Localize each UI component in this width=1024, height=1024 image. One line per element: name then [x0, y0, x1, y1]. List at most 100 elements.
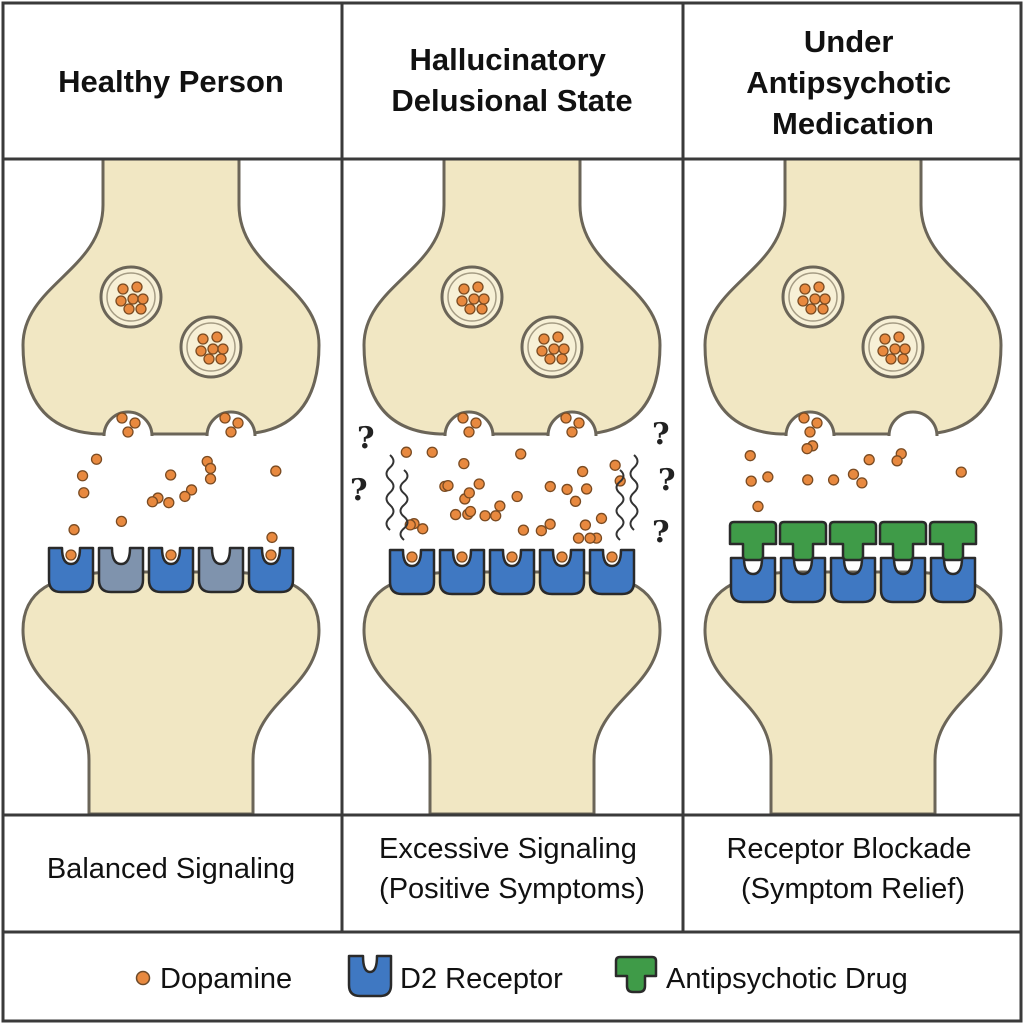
- vesicle-dopamine: [899, 343, 911, 355]
- vesicle-dopamine: [131, 281, 143, 293]
- releasing-dopamine: [573, 417, 585, 429]
- vesicle-dopamine: [819, 293, 831, 305]
- bound-dopamine: [165, 549, 177, 561]
- vesicle-dopamine: [813, 281, 825, 293]
- vesicle-dopamine: [197, 333, 209, 345]
- question-mark-symbol: ?: [652, 417, 670, 452]
- cleft-dopamine: [517, 524, 530, 536]
- cleft-dopamine: [609, 459, 621, 471]
- releasing-dopamine: [463, 426, 475, 438]
- cleft-dopamine: [115, 515, 128, 528]
- fusion-pore: [102, 410, 154, 437]
- panel-title-medicated: Under Antipsychotic Medication: [746, 24, 960, 141]
- cleft-dopamine: [569, 495, 582, 507]
- cleft-dopamine: [515, 448, 527, 460]
- panel-caption-healthy: Balanced Signaling: [47, 853, 295, 885]
- vesicle-dopamine: [211, 331, 223, 343]
- vesicle-dopamine: [889, 343, 901, 355]
- d2-receptor: [588, 548, 636, 596]
- question-mark-symbol: ?: [357, 421, 375, 456]
- title-line: Medication: [772, 106, 934, 141]
- d2-receptor: [779, 556, 827, 604]
- noise-squiggle-left: [399, 469, 409, 541]
- bound-dopamine: [506, 551, 518, 563]
- vesicle-dopamine: [468, 293, 480, 305]
- releasing-dopamine: [560, 412, 572, 424]
- cleft-dopamine: [802, 474, 814, 486]
- releasing-dopamine: [219, 412, 231, 424]
- vesicle-dopamine: [458, 283, 470, 295]
- d2-receptor-inactive: [197, 546, 245, 594]
- caption-line: Excessive Signaling: [379, 833, 637, 865]
- noise-squiggle-right: [629, 454, 639, 531]
- cleft-dopamine: [78, 487, 90, 499]
- vesicle-dopamine: [885, 353, 897, 365]
- caption-line: (Symptom Relief): [741, 873, 965, 905]
- vesicle-dopamine: [558, 343, 570, 355]
- noise-squiggle-right: [615, 469, 625, 541]
- cleft-dopamine: [544, 480, 556, 493]
- fusion-pore: [443, 410, 495, 437]
- d2-receptor-icon: [347, 954, 393, 998]
- vesicle-dopamine: [195, 345, 207, 357]
- fusion-pore: [887, 410, 939, 437]
- cleft-dopamine: [511, 490, 523, 503]
- cleft-dopamine: [204, 462, 217, 475]
- cleft-dopamine: [891, 455, 903, 467]
- title-line: Delusional State: [391, 83, 632, 118]
- legend-label-d2-receptor: D2 Receptor: [400, 963, 563, 995]
- cleft-dopamine: [179, 490, 191, 503]
- releasing-dopamine: [225, 426, 237, 438]
- panel-healthy-illustration: [21, 160, 321, 814]
- cleft-dopamine: [146, 496, 159, 508]
- panel-title-healthy: Healthy Person: [58, 64, 284, 99]
- vesicle-inner-membrane: [106, 272, 156, 322]
- cleft-dopamine: [204, 473, 217, 485]
- vesicle-dopamine: [809, 293, 821, 305]
- vesicle-dopamine: [215, 353, 227, 365]
- vesicle-inner-membrane: [788, 272, 838, 322]
- d2-receptor: [929, 556, 977, 604]
- cleft-dopamine: [752, 500, 764, 513]
- releasing-dopamine: [129, 417, 141, 429]
- fusion-pore: [205, 410, 257, 437]
- vesicle-dopamine: [556, 353, 568, 365]
- cleft-dopamine: [473, 478, 485, 490]
- cleft-dopamine: [266, 531, 278, 544]
- releasing-dopamine: [116, 412, 128, 424]
- cleft-dopamine: [464, 505, 477, 518]
- cleft-dopamine: [801, 443, 813, 455]
- cleft-dopamine: [76, 470, 89, 482]
- cleft-dopamine: [449, 508, 462, 521]
- cleft-dopamine: [863, 454, 875, 466]
- fusion-pore: [546, 410, 598, 437]
- vesicle-inner-membrane: [527, 322, 577, 372]
- vesicle-dopamine: [207, 343, 219, 355]
- releasing-dopamine: [811, 417, 823, 429]
- fusion-pore: [784, 410, 836, 437]
- cleft-dopamine: [572, 532, 585, 544]
- question-mark-symbol: ?: [350, 473, 368, 508]
- vesicle-dopamine: [117, 283, 129, 295]
- vesicle-dopamine: [877, 345, 889, 357]
- d2-receptor: [247, 546, 295, 594]
- cleft-dopamine: [847, 468, 860, 480]
- releasing-dopamine: [232, 417, 244, 429]
- vesicle-dopamine: [817, 303, 829, 315]
- vesicle-dopamine: [893, 331, 905, 343]
- title-line: Antipsychotic: [746, 65, 951, 100]
- d2-receptor: [438, 548, 486, 596]
- antipsychotic-drug: [778, 520, 828, 562]
- cleft-dopamine: [479, 510, 491, 522]
- bound-dopamine: [265, 549, 277, 561]
- title-line: Healthy Person: [58, 64, 284, 99]
- cleft-dopamine: [68, 524, 80, 536]
- panel-caption-medicated: Receptor Blockade (Symptom Relief): [726, 833, 979, 905]
- cleft-dopamine: [417, 523, 429, 535]
- cleft-dopamine: [163, 497, 175, 509]
- vesicle-dopamine: [805, 303, 817, 315]
- cleft-dopamine: [955, 466, 967, 478]
- cleft-dopamine: [827, 474, 840, 486]
- releasing-dopamine: [798, 412, 810, 424]
